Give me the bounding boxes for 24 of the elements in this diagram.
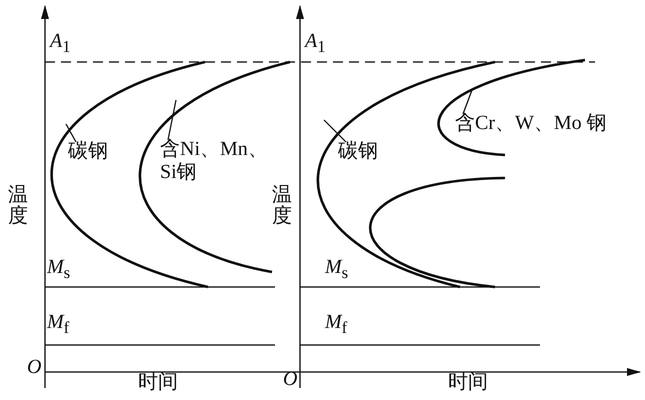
- leader-line: [65, 124, 77, 142]
- leader-line: [324, 120, 346, 142]
- axis-label: M$_{s}$: [325, 256, 348, 282]
- axis-label: M$_{s}$: [47, 256, 70, 282]
- axis-label: 时间: [138, 371, 178, 394]
- c-curve: [317, 60, 496, 288]
- axis-label: A$_{1}$: [305, 30, 326, 56]
- axis-label: O: [283, 368, 298, 391]
- leader-line: [167, 100, 177, 140]
- curve-label: 含Ni、Mn、Si钢: [160, 138, 272, 184]
- c-curve: [138, 60, 290, 274]
- axis-label: M$_{f}$: [325, 311, 348, 338]
- axis-label: A$_{1}$: [50, 30, 71, 56]
- c-curve: [437, 58, 586, 156]
- curve-label: 碳钢: [68, 140, 108, 163]
- axis-label: M$_{f}$: [47, 311, 70, 338]
- axis-label: 温度: [8, 185, 28, 227]
- axis-label: 温度: [272, 185, 292, 227]
- curve-label: 含Cr、W、Mo 钢: [455, 112, 607, 135]
- axis-label: 时间: [448, 371, 488, 394]
- leader-line: [462, 90, 473, 114]
- axis-label: O: [27, 356, 42, 379]
- curve-label: 碳钢: [338, 140, 378, 163]
- c-curve: [369, 176, 506, 288]
